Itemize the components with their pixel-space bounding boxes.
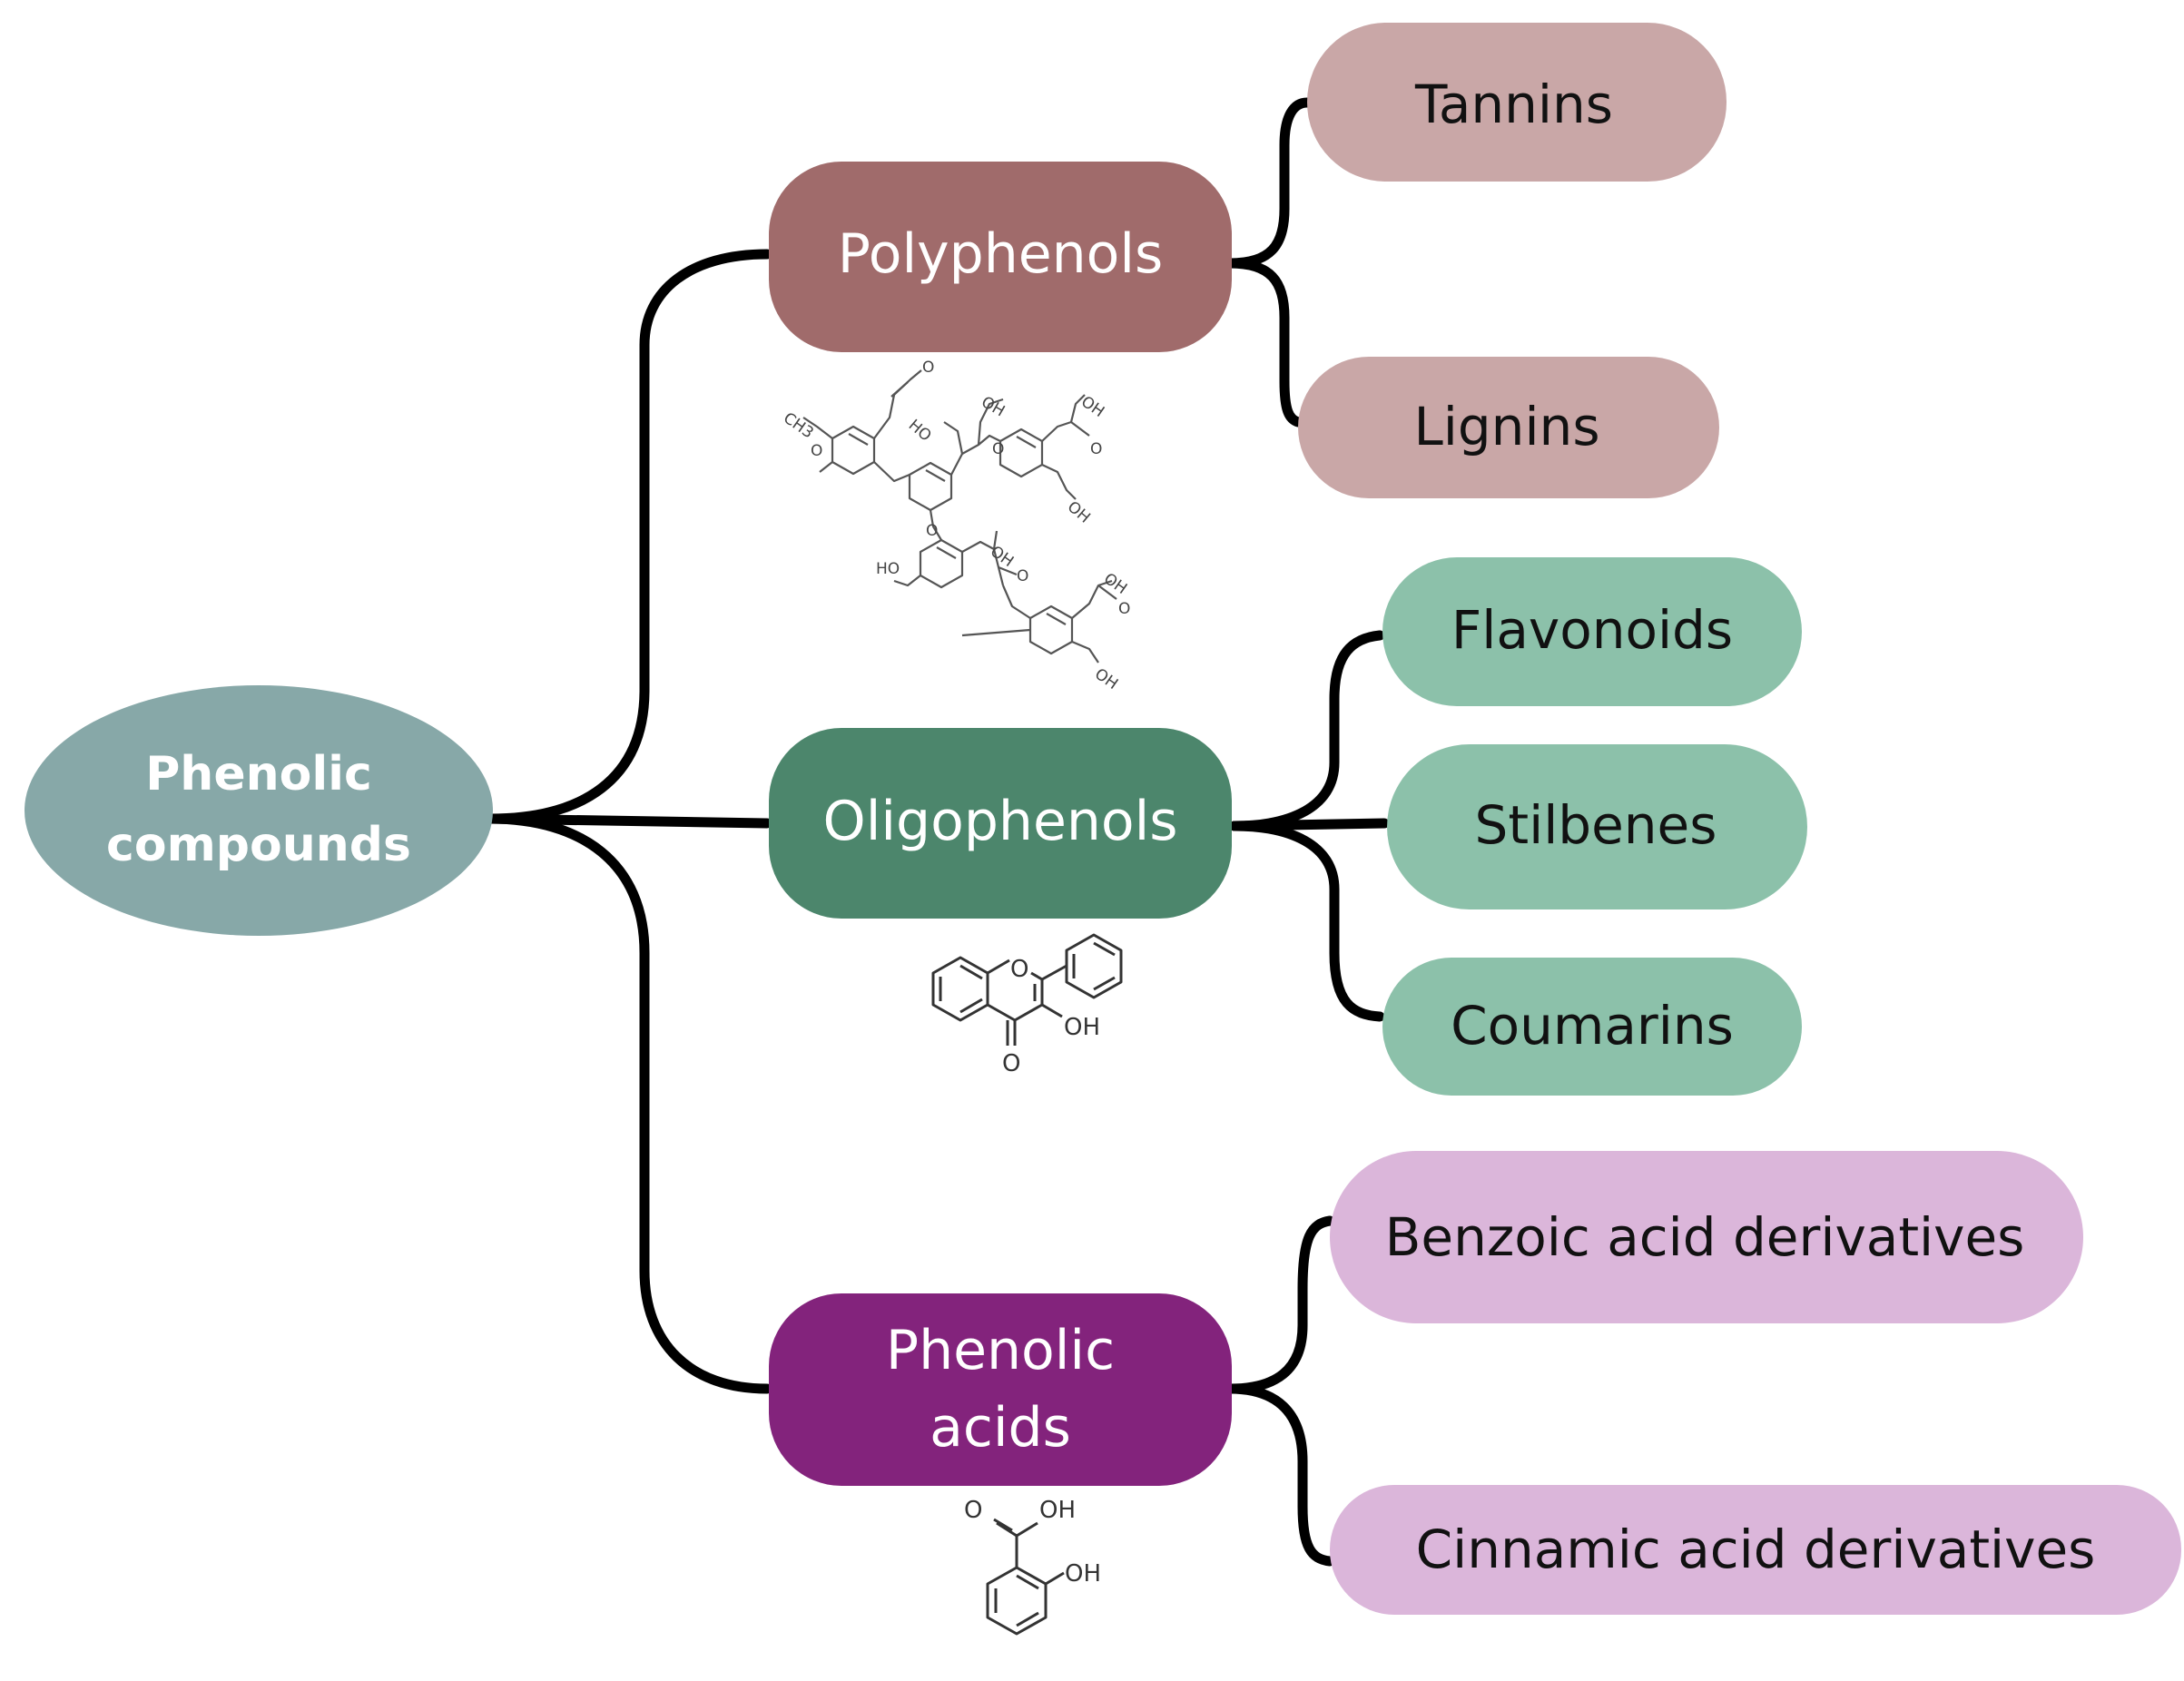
flavonol-structure-icon (931, 933, 1123, 1046)
tannins-node-shape (1307, 23, 1727, 182)
connector-root-polyphenols (485, 249, 772, 824)
benzoic-acid-derivatives-node-shape (1330, 1151, 2083, 1323)
lignin-atom-oh3: OH (1064, 498, 1094, 527)
flavonol-structure-atoms: O O OH (1002, 956, 1100, 1077)
tannins-label: Tannins (1414, 74, 1613, 135)
cinnamic-acid-derivatives-node: Cinnamic acid derivatives (1330, 1485, 2181, 1615)
phenolic-acids-label-line2: acids (930, 1396, 1071, 1460)
phenolic-acids-node-shape (769, 1293, 1232, 1486)
lignin-atom-o3: O (1090, 440, 1102, 458)
polyphenols-node: Polyphenols (769, 162, 1232, 352)
connector-phenolic-acids-benzoic (1225, 1215, 1335, 1394)
stilbenes-node: Stilbenes (1387, 744, 1807, 909)
lignin-atom-oh6: OH (1091, 665, 1121, 693)
tannins-node: Tannins (1307, 23, 1727, 182)
lignin-atom-o5: O (1017, 567, 1028, 585)
oligophenols-node-shape (769, 728, 1232, 919)
root-node: Phenolic compounds (25, 685, 493, 936)
stilbenes-label: Stilbenes (1475, 794, 1717, 856)
lignin-atom-o4: O (992, 440, 1004, 458)
lignin-atom-o7: O (1118, 600, 1130, 618)
coumarins-node-shape (1382, 958, 1802, 1096)
root-node-shape (25, 685, 493, 936)
root-node-label-line2: compounds (106, 818, 411, 872)
lignin-atom-ch3: CH3 (780, 409, 817, 443)
cinnamic-acid-derivatives-label: Cinnamic acid derivatives (1416, 1519, 2096, 1580)
flavonoids-label: Flavonoids (1451, 599, 1733, 661)
connector-polyphenols-lignins (1225, 258, 1304, 428)
phenolic-acids-label-line1: Phenolic (886, 1319, 1115, 1382)
polyphenols-node-shape (769, 162, 1232, 352)
flavonol-atom-keto-o: O (1002, 1050, 1020, 1077)
lignin-atom-oh5: OH (1100, 570, 1130, 598)
salicylic-atom-oh-acid: OH (1039, 1497, 1076, 1524)
oligophenols-node: Oligophenols (769, 728, 1232, 919)
lignin-structure-icon (802, 369, 1117, 664)
flavonol-atom-oh: OH (1064, 1014, 1100, 1041)
connector-polyphenols-tannins (1225, 97, 1313, 269)
lignin-atom-o6: O (926, 522, 938, 540)
connector-oligophenols-coumarins (1229, 821, 1385, 1022)
lignin-atom-ho2: HO (876, 560, 900, 578)
salicylic-acid-structure-atoms: O OH OH (964, 1497, 1101, 1588)
stilbenes-node-shape (1387, 744, 1807, 909)
root-node-label-line1: Phenolic (145, 747, 372, 801)
salicylic-atom-o: O (964, 1497, 982, 1524)
benzoic-acid-derivatives-node: Benzoic acid derivatives (1330, 1151, 2083, 1323)
flavonol-atom-ring-o: O (1010, 956, 1028, 983)
connector-oligophenols-flavonoids (1229, 630, 1385, 831)
flavonoids-node-shape (1382, 557, 1802, 706)
lignin-atom-o1: O (811, 442, 822, 460)
lignin-atom-ho1: HO (905, 417, 935, 446)
cinnamic-acid-derivatives-node-shape (1330, 1485, 2181, 1615)
salicylic-atom-oh-phenol: OH (1065, 1560, 1101, 1588)
lignins-node: Lignins (1298, 357, 1719, 498)
coumarins-label: Coumarins (1451, 995, 1734, 1057)
lignin-atom-o2: O (922, 359, 934, 377)
benzoic-acid-derivatives-label: Benzoic acid derivatives (1385, 1206, 2025, 1268)
phenolic-acids-node: Phenolic acids (769, 1293, 1232, 1486)
flavonoids-node: Flavonoids (1382, 557, 1802, 706)
connectors (485, 97, 1390, 1567)
coumarins-node: Coumarins (1382, 958, 1802, 1096)
connector-root-phenolic-acids (485, 813, 772, 1394)
lignins-node-shape (1298, 357, 1719, 498)
lignins-label: Lignins (1413, 396, 1599, 457)
salicylic-acid-structure-icon (986, 1518, 1065, 1636)
polyphenols-label: Polyphenols (838, 222, 1164, 286)
oligophenols-label: Oligophenols (822, 790, 1177, 853)
connector-phenolic-acids-cinnamic (1225, 1383, 1335, 1567)
